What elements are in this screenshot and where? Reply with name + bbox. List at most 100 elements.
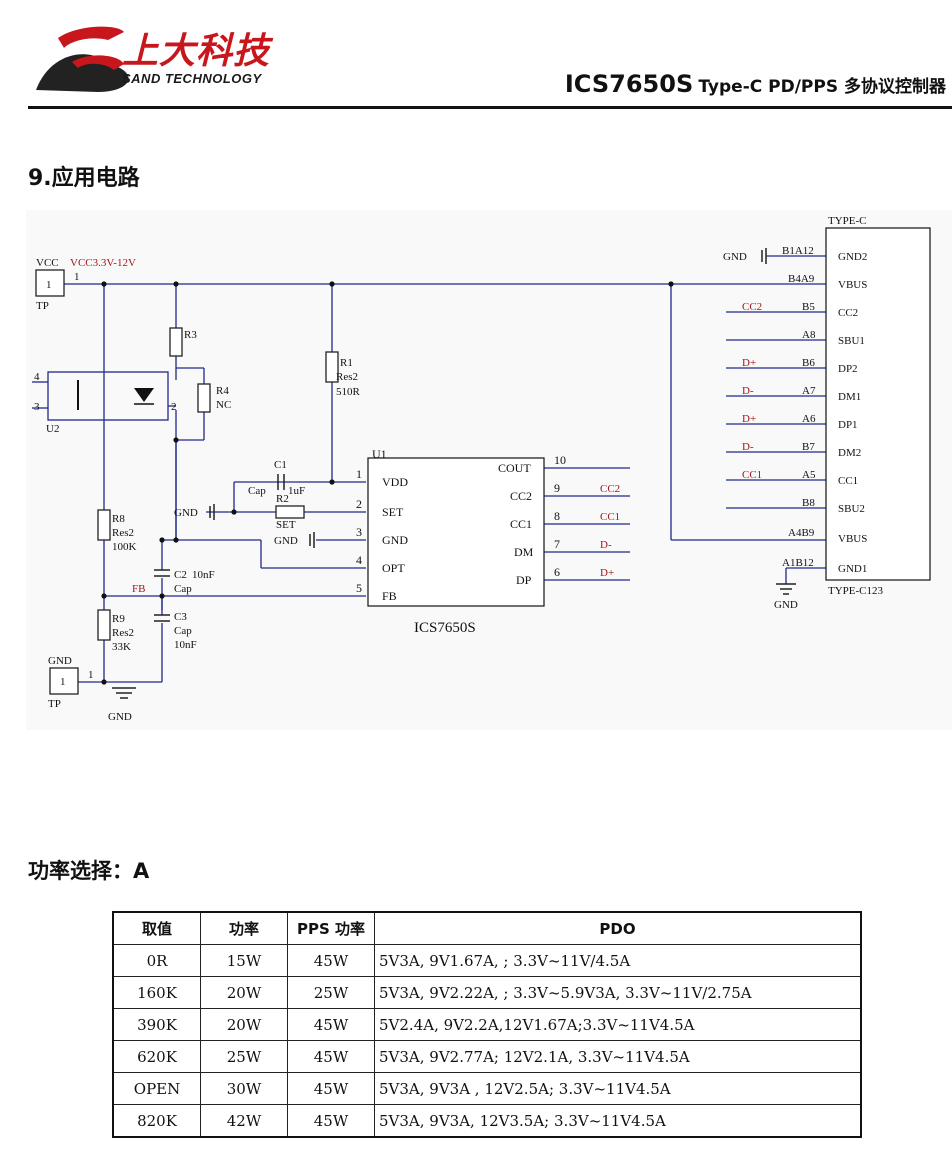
fb-net-label: FB — [132, 583, 145, 595]
table-header-row: 取值 功率 PPS 功率 PDO — [112, 911, 862, 945]
table-row: 390K 20W 45W 5V2.4A, 9V2.2A,12V1.67A;3.3… — [112, 1008, 862, 1041]
typec-pin-id: A4B9 — [788, 527, 815, 539]
document-subtitle: Type-C PD/PPS 多协议控制器 — [698, 77, 946, 97]
r4-ref: R4 — [216, 385, 229, 397]
gnd-label-typec: GND — [723, 251, 747, 263]
u1-pin-name: GND — [382, 533, 408, 547]
c3-ref: C3 — [174, 611, 187, 623]
gnd-label-r2: GND — [174, 507, 198, 519]
typec-net-label: D+ — [742, 413, 756, 425]
typec-pin-name: CC2 — [838, 307, 858, 319]
typec-ref: TYPE-C — [828, 215, 867, 227]
u1-pin-num: 5 — [356, 581, 362, 595]
table-cell: 620K — [112, 1040, 201, 1073]
u1-pin-name: CC1 — [510, 517, 532, 531]
table-cell: 160K — [112, 976, 201, 1009]
table-cell: 5V3A, 9V2.77A; 12V2.1A, 3.3V~11V4.5A — [374, 1040, 862, 1073]
u2-pin3: 3 — [34, 401, 40, 413]
typec-pin-name: SBU2 — [838, 503, 865, 515]
u1-pin-num: 8 — [554, 509, 560, 523]
table-cell: 5V2.4A, 9V2.2A,12V1.67A;3.3V~11V4.5A — [374, 1008, 862, 1041]
column-header: 功率 — [200, 911, 288, 945]
table-cell: OPEN — [112, 1072, 201, 1105]
typec-pin-id: A6 — [802, 413, 816, 425]
c2-type: Cap — [174, 583, 192, 595]
u1-pin-name: SET — [382, 505, 404, 519]
table-cell: 45W — [287, 1040, 375, 1073]
r8-value: 100K — [112, 541, 137, 553]
gnd-label-u1: GND — [274, 535, 298, 547]
u1-pin-num: 1 — [356, 467, 362, 481]
table-cell: 42W — [200, 1104, 288, 1138]
vcc-port-pin: 1 — [46, 279, 52, 291]
vcc-port-name: VCC — [36, 257, 59, 269]
u1-pin-num: 4 — [356, 553, 362, 567]
u1-ref: U1 — [372, 447, 387, 461]
typec-pin-id: A8 — [802, 329, 816, 341]
table-cell: 45W — [287, 1104, 375, 1138]
table-cell: 5V3A, 9V2.22A, ; 3.3V~5.9V3A, 3.3V~11V/2… — [374, 976, 862, 1009]
table-cell: 45W — [287, 944, 375, 977]
typec-pin-id: A7 — [802, 385, 816, 397]
r3-ref: R3 — [184, 329, 197, 341]
table-cell: 25W — [287, 976, 375, 1009]
typec-pin-name: GND2 — [838, 251, 867, 263]
table-row: 820K 42W 45W 5V3A, 9V3A, 12V3.5A; 3.3V~1… — [112, 1104, 862, 1138]
typec-pin-id: B5 — [802, 301, 815, 313]
u1-pin-name: CC2 — [510, 489, 532, 503]
table-cell: 5V3A, 9V3A, 12V3.5A; 3.3V~11V4.5A — [374, 1104, 862, 1138]
brand-name-cn: 上大科技 — [122, 31, 271, 72]
u2-pin2: 2 — [171, 401, 177, 413]
table-cell: 20W — [200, 1008, 288, 1041]
table-cell: 820K — [112, 1104, 201, 1138]
typec-pin-id: B8 — [802, 497, 815, 509]
c3-type: Cap — [174, 625, 192, 637]
typec-pin-id: A1B12 — [782, 557, 814, 569]
typec-net-label: D- — [742, 385, 754, 397]
typec-pin-name: DM1 — [838, 391, 861, 403]
typec-pin-name: DP1 — [838, 419, 858, 431]
u1-pin-num: 9 — [554, 481, 560, 495]
typec-pin-id: B1A12 — [782, 245, 814, 257]
u1-pin-name: VDD — [382, 475, 408, 489]
model-number: ICS7650S — [564, 70, 694, 98]
table-row: 0R 15W 45W 5V3A, 9V1.67A, ; 3.3V~11V/4.5… — [112, 944, 862, 977]
table-cell: 5V3A, 9V3A , 12V2.5A; 3.3V~11V4.5A — [374, 1072, 862, 1105]
u1-net-label: D- — [600, 539, 612, 551]
gnd-pin-num: 1 — [88, 669, 94, 681]
typec-pin-id: B6 — [802, 357, 815, 369]
u2-pin4: 4 — [34, 371, 40, 383]
vcc-pin-num: 1 — [74, 271, 80, 283]
typec-pin-id: A5 — [802, 469, 816, 481]
typec-net-label: CC2 — [742, 301, 762, 313]
r1-ref: R1 — [340, 357, 353, 369]
c1-type: Cap — [248, 485, 266, 497]
r2-value: SET — [276, 519, 296, 531]
column-header: 取值 — [112, 911, 201, 945]
u1-net-label: D+ — [600, 567, 614, 579]
u1-pin-num: 6 — [554, 565, 560, 579]
document-title: ICS7650S Type-C PD/PPS 多协议控制器 — [565, 70, 946, 98]
application-circuit-schematic: VCC 1 TP 1 GND 1 TP 1 GND 4 3 2 U2 R3 R4… — [26, 210, 952, 730]
table-row: OPEN 30W 45W 5V3A, 9V3A , 12V2.5A; 3.3V~… — [112, 1072, 862, 1105]
gnd-net-label: GND — [108, 711, 132, 723]
table-row: 620K 25W 45W 5V3A, 9V2.77A; 12V2.1A, 3.3… — [112, 1040, 862, 1073]
u1-pin-num: 3 — [356, 525, 362, 539]
u1-pin-name: DM — [514, 545, 534, 559]
company-logo — [36, 26, 129, 92]
vcc-port-type: TP — [36, 300, 49, 312]
table-row: 160K 20W 25W 5V3A, 9V2.22A, ; 3.3V~5.9V3… — [112, 976, 862, 1009]
table-cell: 15W — [200, 944, 288, 977]
gnd-port-pin: 1 — [60, 676, 66, 688]
typec-pin-name: VBUS — [838, 533, 867, 545]
u1-net-label: CC2 — [600, 483, 620, 495]
u1-name: ICS7650S — [414, 620, 476, 636]
table-cell: 390K — [112, 1008, 201, 1041]
c1-value: 1uF — [288, 485, 305, 497]
u1-pin-num: 10 — [554, 453, 566, 467]
typec-net-label: D- — [742, 441, 754, 453]
r1-value: 510R — [336, 386, 361, 398]
r2-ref: R2 — [276, 493, 289, 505]
u1-net-label: CC1 — [600, 511, 620, 523]
gnd-port-name: GND — [48, 655, 72, 667]
